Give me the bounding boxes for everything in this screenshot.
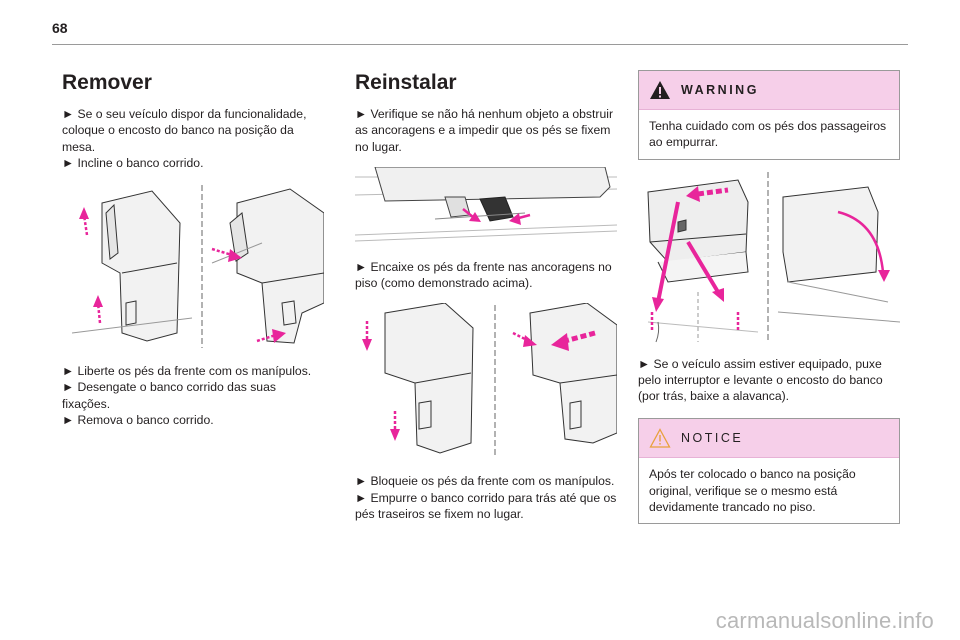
illustration-anchor-closeup bbox=[355, 166, 617, 247]
text-line: no lugar. bbox=[355, 139, 402, 154]
text-line: ► Liberte os pés da frente com os manípu… bbox=[62, 364, 312, 379]
notice-title: NOTICE bbox=[681, 431, 744, 446]
text-line: ► Se o veículo assim estiver equipado, p… bbox=[638, 356, 882, 371]
right-steps: ► Se o veículo assim estiver equipado, p… bbox=[638, 356, 900, 405]
text-line: (por trás, baixe a alavanca). bbox=[638, 389, 790, 404]
remover-intro: ► Se o seu veículo dispor da funcionalid… bbox=[62, 106, 324, 171]
text-line: devidamente trancado no piso. bbox=[649, 500, 816, 515]
warning-header: WARNING bbox=[639, 71, 899, 110]
notice-header: NOTICE bbox=[639, 419, 899, 459]
page-number: 68 bbox=[52, 20, 68, 36]
text-line: ► Encaixe os pés da frente nas ancoragen… bbox=[355, 259, 612, 274]
section-title-reinstalar: Reinstalar bbox=[355, 71, 457, 94]
text-line: ► Empurre o banco corrido para trás até … bbox=[355, 490, 617, 505]
reinstalar-middle: ► Encaixe os pés da frente nas ancoragen… bbox=[355, 259, 617, 292]
column-reinstalar: Reinstalar ► Verifique se não há nenhum … bbox=[355, 70, 617, 522]
remover-steps: ► Liberte os pés da frente com os manípu… bbox=[62, 363, 324, 428]
text-line: original, verifique se o mesmo está bbox=[649, 483, 838, 498]
notice-body: Após ter colocado o banco na posição ori… bbox=[639, 458, 899, 523]
text-line: as ancoragens e a impedir que os pés se … bbox=[355, 123, 611, 138]
text-line: mesa. bbox=[62, 139, 96, 154]
text-line: ► Remova o banco corrido. bbox=[62, 413, 214, 428]
watermark: carmanualsonline.info bbox=[715, 608, 934, 633]
notice-triangle-icon bbox=[649, 428, 671, 449]
header-rule bbox=[52, 44, 908, 45]
text-line: ► Incline o banco corrido. bbox=[62, 155, 204, 170]
warning-title: WARNING bbox=[681, 83, 759, 97]
text-line: pelo interruptor e levante o encosto do … bbox=[638, 372, 883, 387]
illustration-tilt-bench bbox=[62, 183, 324, 351]
text-line: fixações. bbox=[62, 396, 111, 411]
section-title-remover: Remover bbox=[62, 71, 152, 94]
text-line: Tenha cuidado com os pés dos passageiros bbox=[649, 119, 887, 133]
reinstalar-intro: ► Verifique se não há nenhum objeto a ob… bbox=[355, 106, 617, 155]
notice-box: NOTICE Após ter colocado o banco na posi… bbox=[638, 418, 900, 525]
text-line: ► Desengate o banco corrido das suas bbox=[62, 380, 276, 395]
illustration-lock-and-push bbox=[355, 303, 617, 461]
column-remover: Remover ► Se o seu veículo dispor da fun… bbox=[62, 70, 324, 428]
text-line: ► Verifique se não há nenhum objeto a ob… bbox=[355, 107, 614, 121]
text-line: ao empurrar. bbox=[649, 135, 719, 150]
text-line: pés traseiros se fixem no lugar. bbox=[355, 507, 524, 522]
text-line: ► Bloqueie os pés da frente com os maníp… bbox=[355, 474, 615, 489]
warning-triangle-icon bbox=[650, 81, 670, 99]
text-line: piso (como demonstrado acima). bbox=[355, 276, 533, 291]
illustration-seatback-lever bbox=[638, 171, 900, 344]
column-right: WARNING Tenha cuidado com os pés dos pas… bbox=[638, 70, 900, 525]
text-line: Após ter colocado o banco na posição bbox=[649, 467, 856, 482]
warning-box: WARNING Tenha cuidado com os pés dos pas… bbox=[638, 70, 900, 160]
text-line: ► Se o seu veículo dispor da funcionalid… bbox=[62, 107, 307, 121]
reinstalar-steps: ► Bloqueie os pés da frente com os maníp… bbox=[355, 473, 617, 522]
text-line: coloque o encosto do banco na posição da bbox=[62, 123, 294, 138]
warning-body: Tenha cuidado com os pés dos passageiros… bbox=[639, 110, 899, 159]
